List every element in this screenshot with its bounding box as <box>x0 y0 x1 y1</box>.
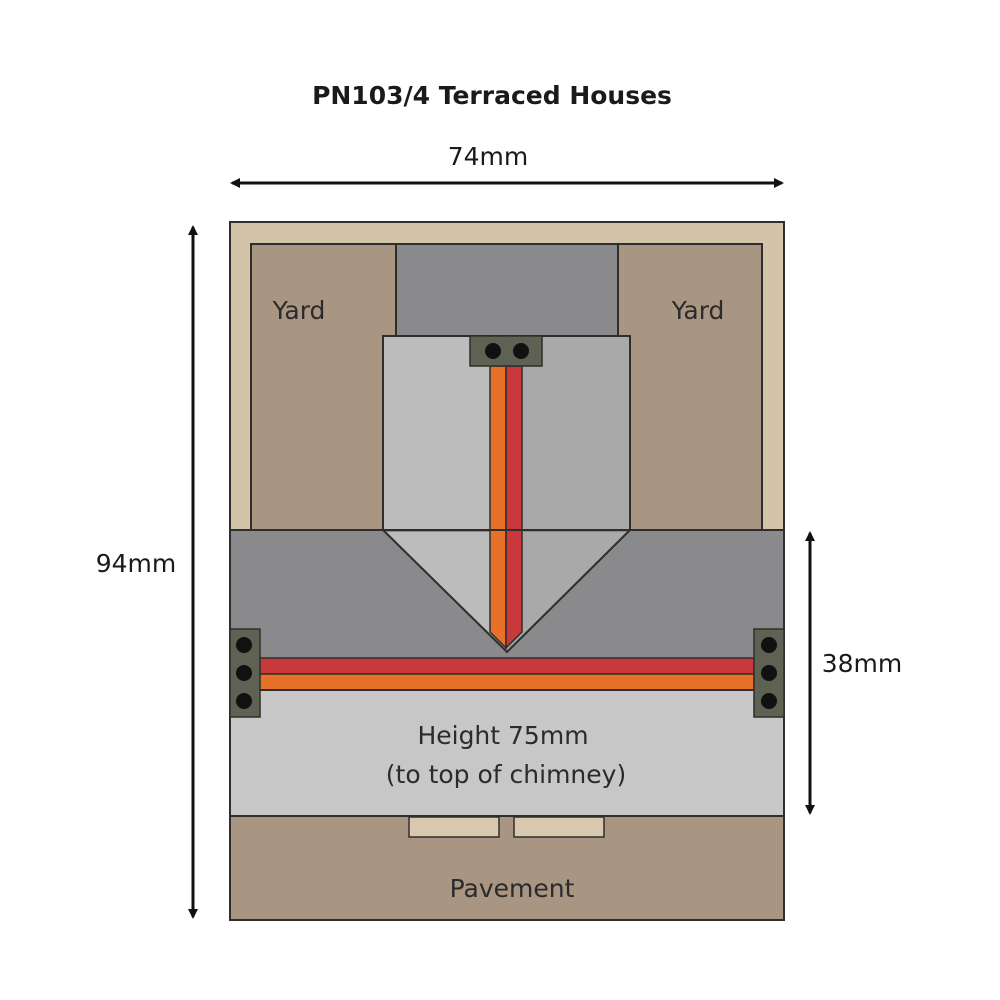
depth-dimension: 94mm <box>96 225 198 919</box>
chimney-right <box>753 628 785 718</box>
width-dimension: 74mm <box>230 142 784 188</box>
width-label: 74mm <box>448 142 529 171</box>
chimney-pot <box>761 637 777 653</box>
depth-label: 94mm <box>96 549 177 578</box>
chimney-left <box>229 628 261 718</box>
chimney-pot <box>236 637 252 653</box>
door-step-right <box>513 816 605 838</box>
rear-chimney <box>469 335 543 367</box>
main-ridge-orange <box>257 673 755 691</box>
yard-left <box>250 243 397 533</box>
rear-chimney-stack <box>469 335 543 367</box>
diagram-title: PN103/4 Terraced Houses <box>312 81 672 110</box>
rear-ridge-orange <box>489 365 507 650</box>
rear-ridge-red <box>505 365 523 650</box>
front-label: 38mm <box>822 649 903 678</box>
height-note-line1: Height 75mm <box>417 721 588 750</box>
front-dimension: 38mm <box>805 531 903 815</box>
rear-outbuilding <box>395 243 619 337</box>
yard-right <box>617 243 763 533</box>
yard-left-label: Yard <box>272 296 326 325</box>
main-ridge <box>257 657 755 691</box>
front-roof <box>229 689 785 817</box>
main-ridge-red <box>257 657 755 675</box>
rear-ridge <box>489 365 523 650</box>
chimney-pot <box>236 665 252 681</box>
rear-chimney-pot <box>513 343 529 359</box>
pavement <box>229 815 785 921</box>
door-step-left <box>408 816 500 838</box>
yard-right-label: Yard <box>671 296 725 325</box>
pavement-label: Pavement <box>450 874 575 903</box>
chimney-pot <box>761 693 777 709</box>
chimney-pot <box>761 665 777 681</box>
height-note-line2: (to top of chimney) <box>386 760 626 789</box>
rear-roof-valley-edge <box>382 529 631 654</box>
chimney-pot <box>236 693 252 709</box>
rear-chimney-pot <box>485 343 501 359</box>
